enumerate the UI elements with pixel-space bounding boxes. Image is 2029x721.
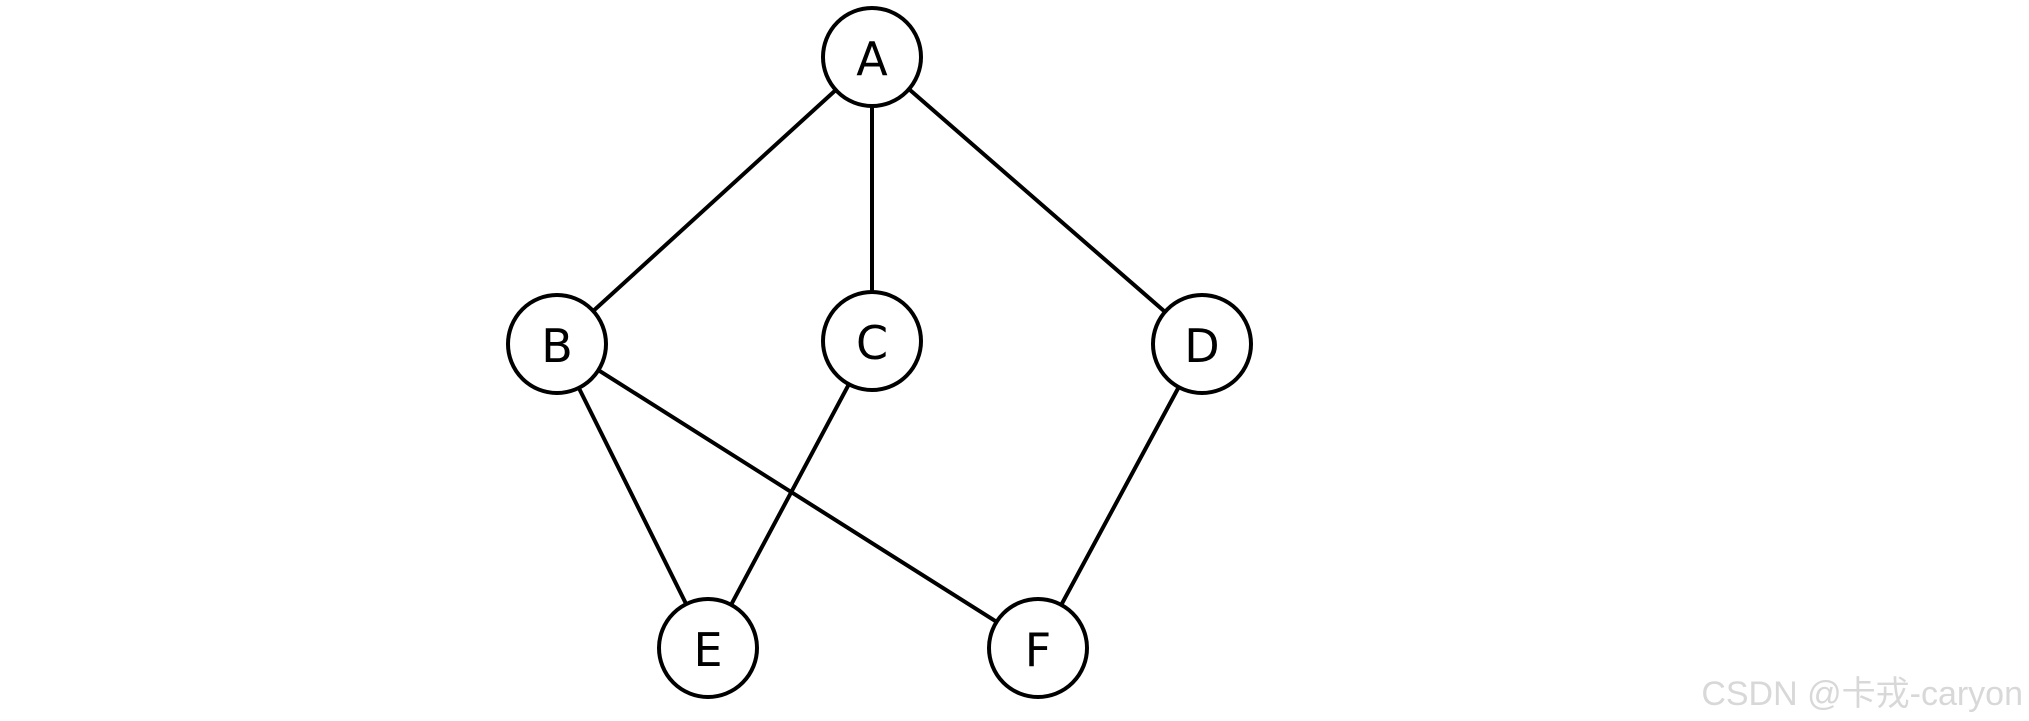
node-circle-f (987, 597, 1089, 699)
node-label-e: E (693, 623, 722, 677)
node-circle-e (657, 597, 759, 699)
watermark-text: CSDN @卡戎-caryon (1701, 675, 2023, 713)
node-c: C (821, 290, 923, 392)
node-e: E (657, 597, 759, 699)
node-circle-c (821, 290, 923, 392)
nodes-group: A B C D E F (506, 6, 1253, 699)
node-label-b: B (541, 319, 573, 373)
node-d: D (1151, 293, 1253, 395)
node-f: F (987, 597, 1089, 699)
node-b: B (506, 293, 608, 395)
edge-a-d (906, 87, 1168, 314)
edge-b-f (596, 368, 999, 624)
node-circle-a (821, 6, 923, 108)
edges-group (576, 87, 1181, 624)
edge-b-e (576, 385, 689, 607)
node-label-c: C (856, 316, 888, 370)
node-label-f: F (1025, 623, 1051, 677)
node-circle-b (506, 293, 608, 395)
edge-a-b (591, 88, 838, 313)
edge-c-e (729, 382, 851, 607)
node-a: A (821, 6, 923, 108)
node-label-d: D (1184, 319, 1219, 373)
node-circle-d (1151, 293, 1253, 395)
node-label-a: A (856, 32, 888, 86)
edge-d-f (1059, 385, 1181, 607)
